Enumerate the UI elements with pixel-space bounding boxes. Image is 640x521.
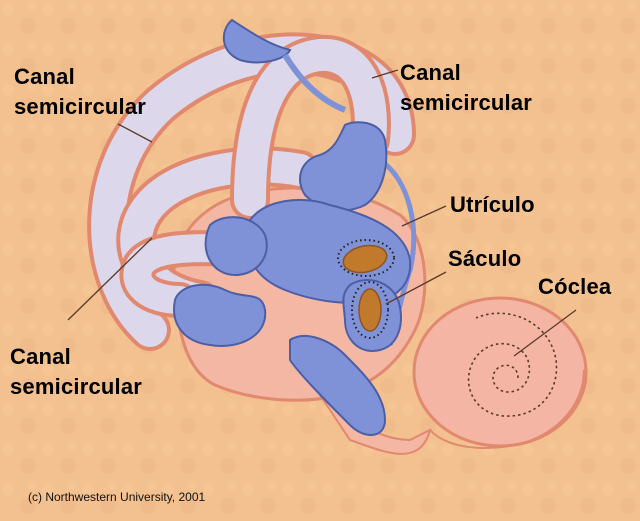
semicircular-canals bbox=[87, 32, 416, 351]
label-coclea: Cóclea bbox=[538, 274, 612, 299]
cochlear-duct-membranous bbox=[289, 335, 387, 436]
leader-canal-top-left bbox=[117, 123, 153, 143]
cochlea-shell bbox=[412, 296, 588, 448]
utricle-macula bbox=[337, 239, 395, 277]
utricle-body bbox=[246, 199, 412, 304]
canal-superior bbox=[234, 38, 387, 216]
cochlea-outer-turn bbox=[429, 369, 585, 449]
label-line: Canal bbox=[10, 344, 71, 369]
endolymphatic-sac bbox=[222, 18, 292, 64]
endolymphatic-duct bbox=[282, 53, 347, 113]
label-line: Canal bbox=[400, 60, 461, 85]
label-canal-semicircular-top-right: Canal semicircular bbox=[400, 58, 532, 118]
leader-canal-bottom-left bbox=[67, 237, 153, 321]
ampulla-left bbox=[204, 216, 268, 277]
membranous-labyrinth bbox=[173, 121, 412, 352]
saccule-macula bbox=[351, 281, 389, 339]
label-canal-semicircular-top-left: Canal semicircular bbox=[14, 62, 146, 122]
leader-lines bbox=[67, 69, 577, 357]
label-line: semicircular bbox=[10, 374, 143, 399]
label-canal-semicircular-bottom-left: Canal semicircular bbox=[10, 342, 142, 402]
label-line: semicircular bbox=[14, 94, 147, 119]
leader-coclea bbox=[513, 309, 577, 357]
leader-utriculo bbox=[401, 205, 447, 227]
ampulla-lower bbox=[173, 283, 267, 347]
copyright-credit: (c) Northwestern University, 2001 bbox=[28, 490, 206, 504]
label-line: semicircular bbox=[400, 90, 533, 115]
cochlea-spiral bbox=[467, 312, 558, 417]
label-saculo: Sáculo bbox=[448, 246, 522, 271]
label-utriculo: Utrículo bbox=[450, 192, 535, 217]
leader-canal-top-right bbox=[371, 69, 399, 79]
leader-saculo bbox=[385, 271, 447, 305]
label-line: Canal bbox=[14, 64, 75, 89]
canal-anterior bbox=[123, 234, 264, 314]
